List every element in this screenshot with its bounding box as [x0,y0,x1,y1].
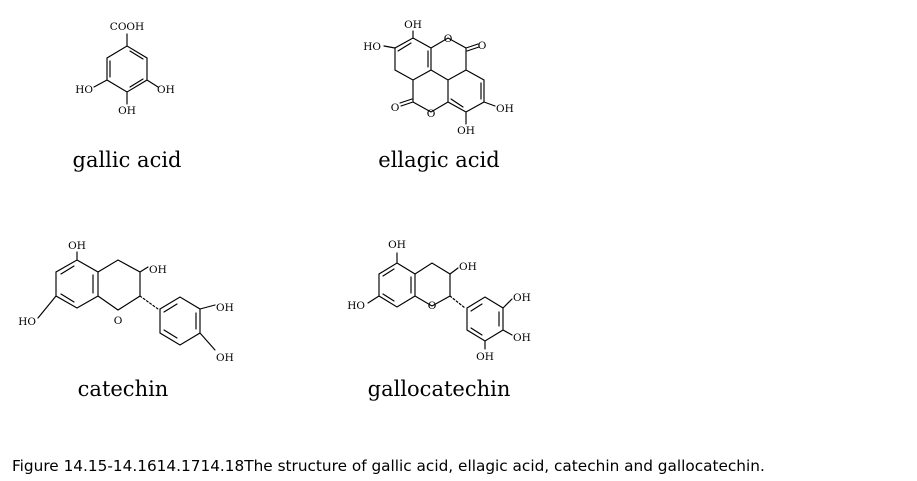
gallocatechin-bonds [367,252,513,350]
gallic-acid-structure: COOH HO OH OH gallic acid [73,21,182,172]
ellagic-o-carbonyl-right-label: O [478,40,487,52]
gallocatechin-o-ring-label: O [428,300,437,312]
gallocatechin-oh-b3-label: OH [476,351,494,363]
gallocatechin-ho-left-label: HO [347,300,365,312]
catechin-ho-left-label: HO [18,316,36,328]
figure-caption: Figure 14.15-14.1614.1714.18The structur… [12,457,765,475]
gallic-acid-bonds [93,33,159,105]
ellagic-oh-top-label: OH [404,19,422,31]
gallic-oh-right-label: OH [157,84,175,96]
ellagic-oh-right-label: OH [496,103,514,115]
ellagic-ho-left-label: HO [363,41,381,53]
ellagic-acid-bonds [383,30,496,125]
catechin-name: catechin [78,377,169,401]
ellagic-oh-bottom-label: OH [457,125,475,137]
gallic-oh-bottom-label: OH [118,105,136,117]
catechin-oh-b1-label: OH [216,302,234,314]
gallocatechin-oh-b2-label: OH [513,332,531,344]
ellagic-acid-name: ellagic acid [378,148,499,172]
gallocatechin-structure: OH OH HO O OH OH OH gallocatechin [347,239,531,401]
catechin-oh-top-label: OH [68,240,86,252]
catechin-oh-c3-label: OH [149,264,167,276]
gallic-ho-left-label: HO [75,84,93,96]
gallocatechin-oh-c3-label: OH [459,261,477,273]
gallic-cooh-label: COOH [110,21,144,33]
gallocatechin-oh-b1-label: OH [513,292,531,304]
catechin-structure: OH OH HO O OH OH catechin [18,240,234,401]
ellagic-acid-structure: OH HO O O O O OH OH ellagic acid [363,19,514,172]
catechin-bonds [37,251,216,351]
ellagic-o-ring-top-label: O [444,33,453,45]
gallic-acid-name: gallic acid [73,148,182,172]
ellagic-o-carbonyl-left-label: O [391,102,400,114]
gallocatechin-oh-top-label: OH [388,239,406,251]
gallocatechin-name: gallocatechin [368,377,511,401]
catechin-oh-b2-label: OH [216,352,234,364]
ellagic-o-ring-bottom-label: O [427,108,436,120]
catechin-o-ring-label: O [114,315,123,327]
